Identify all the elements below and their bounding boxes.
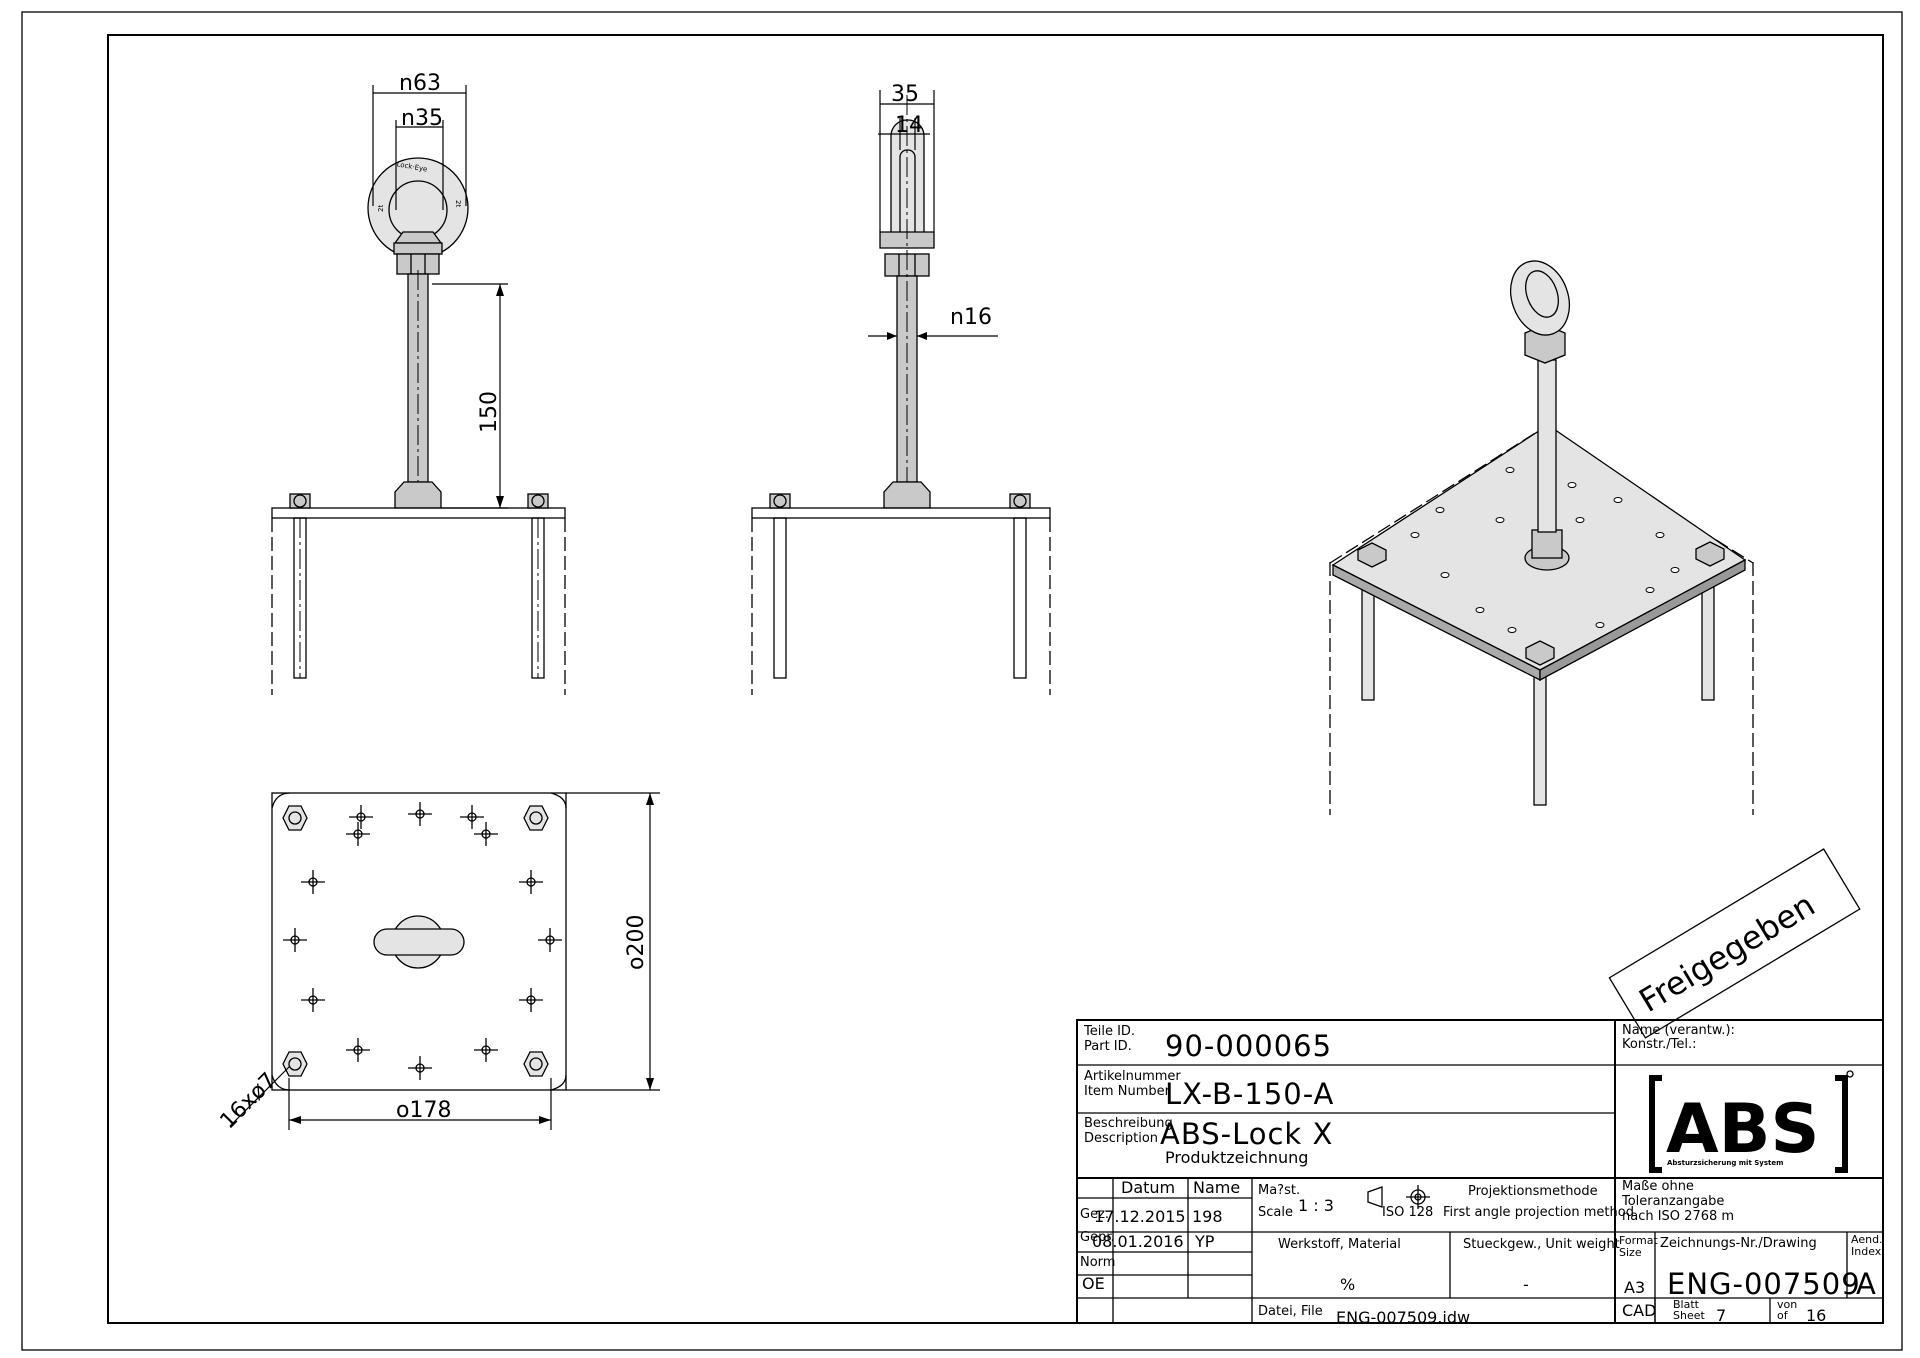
top-eye [373,928,465,956]
projection-de: Projektionsmethode [1468,1184,1598,1199]
title-block: Teile ID. Part ID. 90-000065 Artikelnumm… [1076,1019,1884,1327]
format-label-en: Size [1619,1246,1642,1259]
file-label: Datei, File [1258,1304,1323,1319]
side-plate [751,507,1051,519]
iso-label: ISO 128 [1382,1205,1433,1220]
iso-view [1329,260,1754,815]
dim-rod-length: 150 [477,391,502,433]
description: ABS-Lock X [1160,1117,1333,1151]
projection-symbol [1367,1185,1430,1209]
top-view: o200 o178 16xø7 [216,792,660,1134]
format-label-de: Format [1619,1234,1658,1247]
of-label-en: of [1777,1309,1789,1322]
drawing-number: ENG-007509 [1667,1267,1861,1301]
iso-eye [1510,260,1570,336]
file-name: ENG-007509.idw [1336,1308,1470,1327]
dim-side-thickness: 14 [895,113,923,138]
desc-label-de: Beschreibung [1084,1116,1173,1131]
abs-logo: ABS Absturzsicherung mit System [1649,1070,1854,1173]
outer-border [21,11,1903,1351]
of-label-de: von [1777,1298,1797,1311]
dim-front-inner-diameter: n35 [401,106,443,131]
tolerance-1: Maße ohne [1622,1179,1694,1194]
drawing-frame [107,34,1884,1324]
dim-holes: 16xø7 [216,1068,282,1134]
index-value: A [1856,1267,1877,1301]
side-view: 35 14 n16 [751,82,1051,695]
part-id: 90-000065 [1165,1029,1332,1063]
row-gez: Gez. [1080,1207,1109,1222]
item-label-en: Item Number [1084,1084,1171,1099]
sheet-value: 7 [1716,1306,1726,1325]
projection-en: First angle projection method [1443,1205,1634,1220]
svg-text:2t: 2t [454,200,462,207]
material-value: % [1340,1275,1355,1294]
part-id-label-en: Part ID. [1084,1039,1132,1054]
scale-value: 1 : 3 [1298,1196,1334,1215]
row-norm: Norm [1080,1255,1115,1270]
cad-label: CAD [1622,1301,1656,1320]
desc-label-en: Description [1084,1131,1158,1146]
item-number: LX-B-150-A [1165,1077,1334,1111]
tolerance-3: nach ISO 2768 m [1622,1209,1734,1224]
gepr-date: 08.01.2016 [1092,1232,1184,1251]
name-label-de: Name (verantw.): [1622,1023,1735,1038]
logo-tagline: Absturzsicherung mit System [1667,1159,1783,1167]
row-gepr: Gepr. [1080,1230,1115,1245]
sheet-label-de: Blatt [1673,1298,1700,1311]
tolerance-2: Toleranzangabe [1621,1194,1724,1209]
approval-stamp: Freigegeben [1608,848,1861,1039]
scale-label-en: Scale [1258,1205,1293,1220]
dim-rod-diameter: n16 [950,305,992,330]
format-value: A3 [1624,1278,1645,1297]
front-plate [271,507,566,519]
index-label-en: Index [1851,1245,1882,1258]
dim-front-outer-diameter: n63 [399,71,441,96]
item-label-de: Artikelnummer [1084,1069,1181,1084]
gepr-name: YP [1194,1232,1215,1251]
dim-side-width: 35 [891,82,919,107]
dim-plate-width: o178 [396,1098,451,1123]
col-datum: Datum [1121,1178,1175,1197]
sheet-label-en: Sheet [1673,1309,1705,1322]
scale-label-de: Ma?st. [1258,1183,1300,1198]
top-plate [271,792,567,1091]
stamp-text: Freigegeben [1633,886,1822,1020]
logo-text: ABS [1666,1090,1819,1169]
col-name: Name [1193,1178,1240,1197]
gez-date: 17.12.2015 [1094,1207,1186,1226]
iso-rod [1537,359,1557,533]
drawing-label: Zeichnungs-Nr./Drawing [1660,1236,1817,1251]
weight-label: Stueckgew., Unit weight [1463,1237,1620,1252]
index-label-de: Aend. [1851,1233,1883,1246]
row-oe: OE [1082,1274,1105,1293]
front-view: Lock·Eye 2t 2t n63 [271,71,566,695]
material-label: Werkstoff, Material [1278,1237,1401,1252]
of-total: 16 [1806,1306,1826,1325]
svg-text:2t: 2t [377,205,385,212]
dim-plate-height: o200 [624,915,649,970]
name-label-en: Konstr./Tel.: [1622,1037,1696,1052]
weight-value: - [1523,1275,1529,1294]
gez-name: 198 [1192,1207,1223,1226]
description-sub: Produktzeichnung [1165,1148,1308,1167]
part-id-label-de: Teile ID. [1083,1024,1135,1039]
